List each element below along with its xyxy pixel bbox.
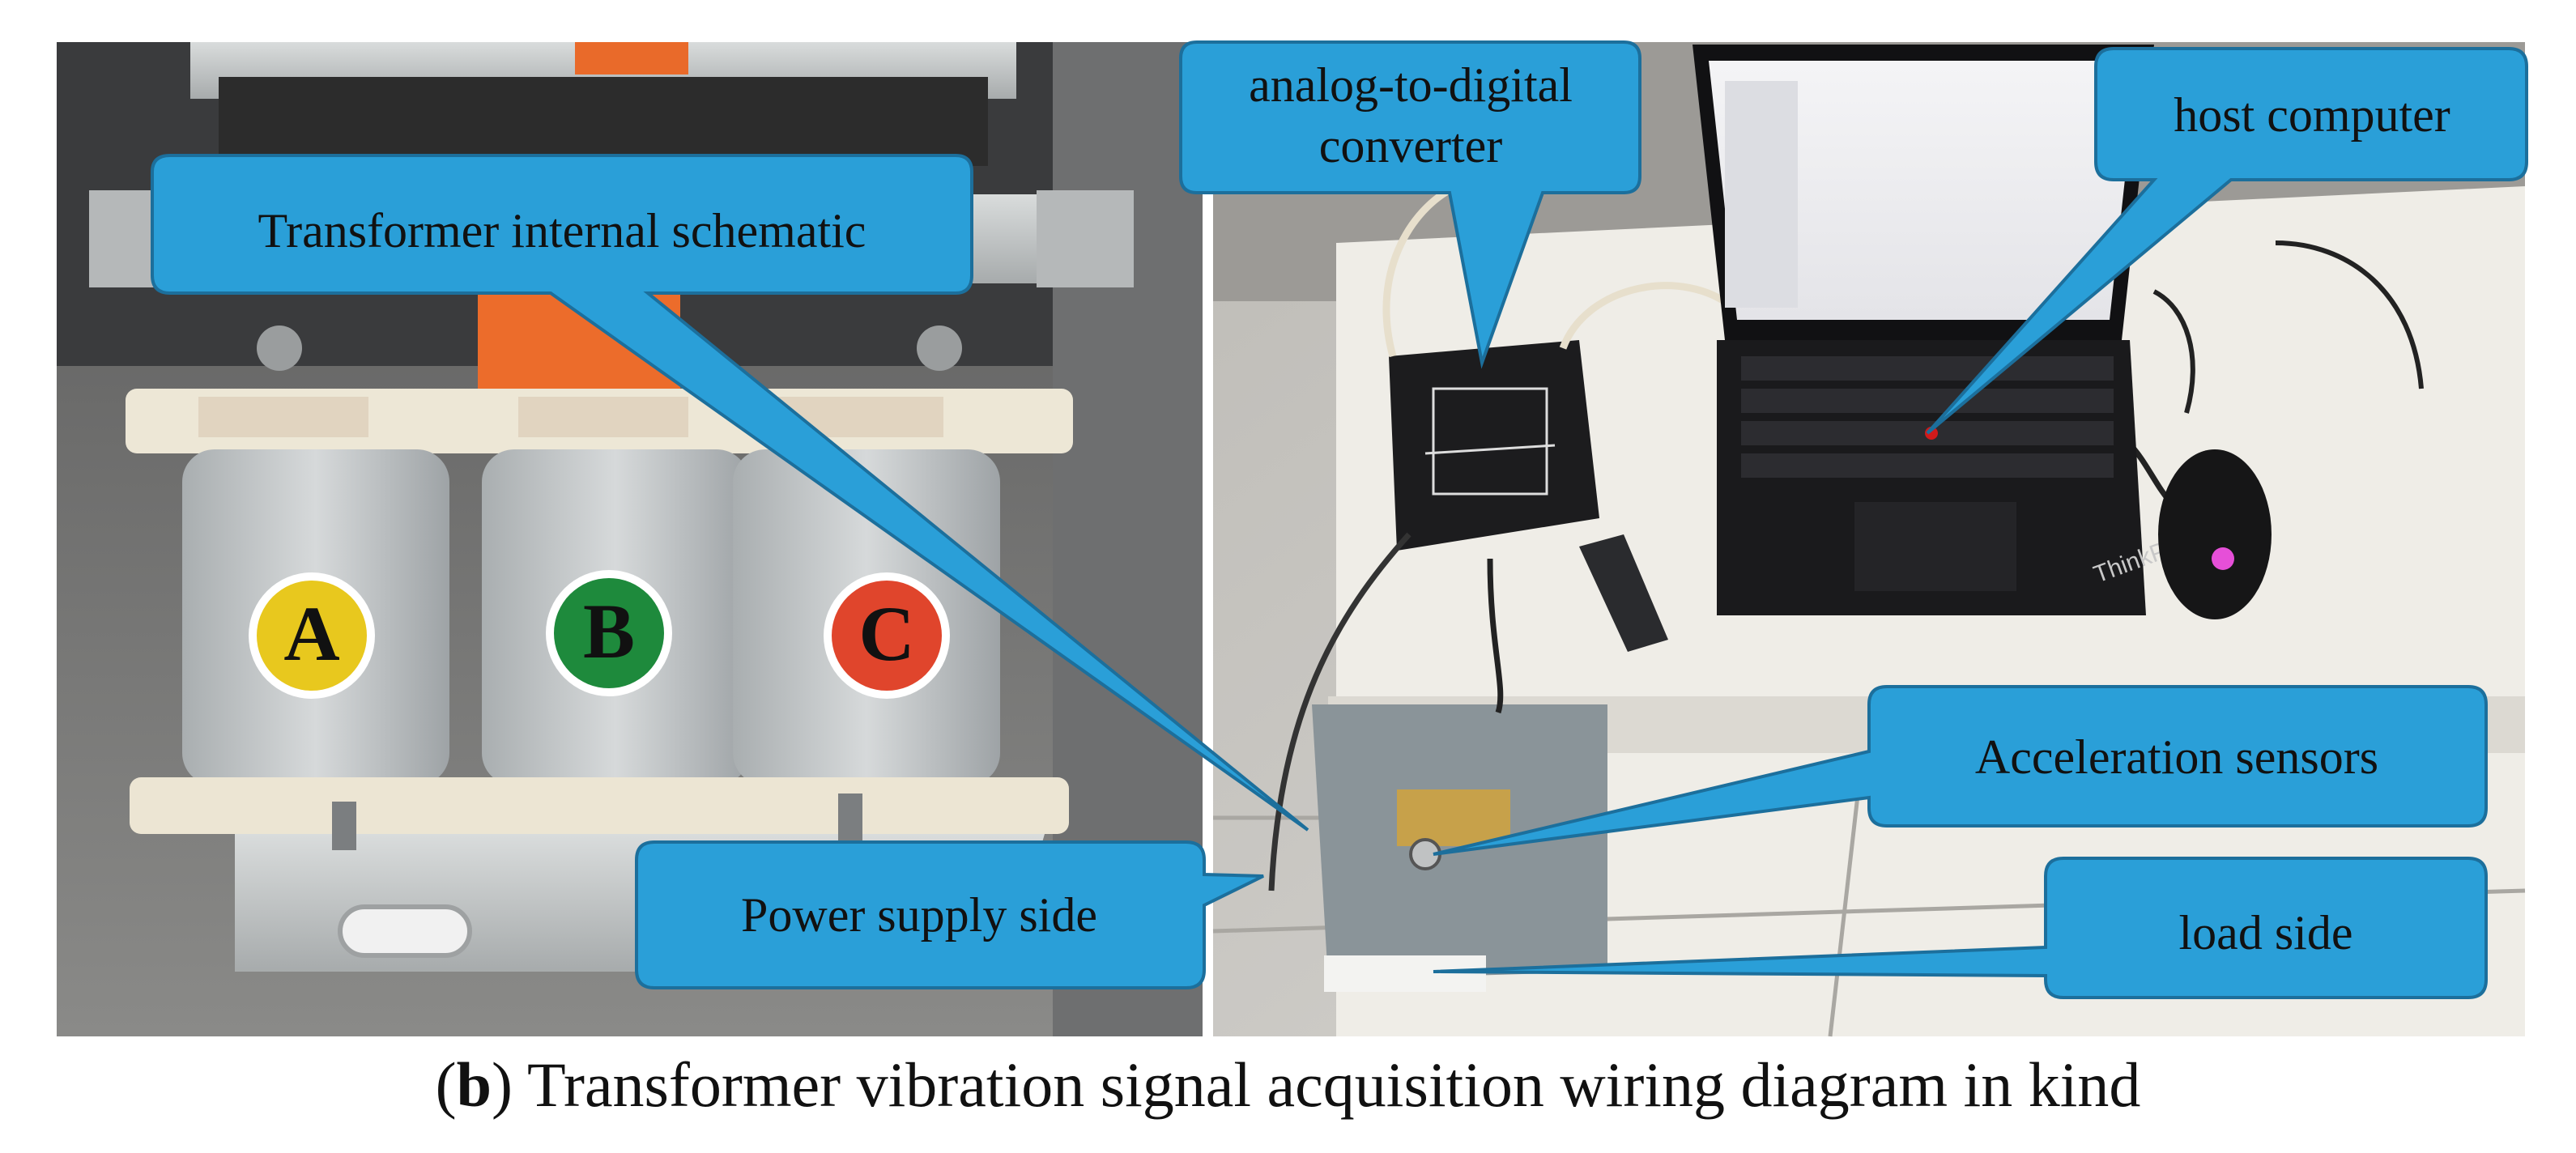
callout-accel: Acceleration sensors <box>1433 685 2488 856</box>
coil-label-b: B <box>583 588 635 674</box>
callout-transformer: Transformer internal schematic <box>151 154 1309 832</box>
caption-letter: b <box>456 1049 492 1120</box>
callout-power: Power supply side <box>635 840 1264 989</box>
caption-text: Transformer vibration signal acquisition… <box>512 1049 2141 1120</box>
callout-transformer-text: Transformer internal schematic <box>258 204 866 257</box>
callout-load-text: load side <box>2179 906 2353 959</box>
coil-label-a: A <box>283 590 339 677</box>
usb-hub <box>1579 534 1668 652</box>
callout-load: load side <box>1433 857 2488 999</box>
callout-adc-line2: converter <box>1319 119 1503 172</box>
figure-caption: (b) Transformer vibration signal acquisi… <box>0 1036 2576 1134</box>
caption-open-paren: ( <box>435 1049 457 1120</box>
coil-label-c: C <box>858 590 914 677</box>
mouse <box>2158 449 2272 619</box>
callout-adc: analog-to-digital converter <box>1179 40 1641 369</box>
adc-device <box>1389 340 1599 551</box>
callout-accel-text: Acceleration sensors <box>1975 730 2378 784</box>
callout-host-text: host computer <box>2174 88 2450 142</box>
callout-power-text: Power supply side <box>741 888 1097 942</box>
callout-adc-line1: analog-to-digital <box>1249 58 1573 112</box>
callout-host: host computer <box>1926 47 2528 435</box>
caption-close-paren: ) <box>491 1049 513 1120</box>
